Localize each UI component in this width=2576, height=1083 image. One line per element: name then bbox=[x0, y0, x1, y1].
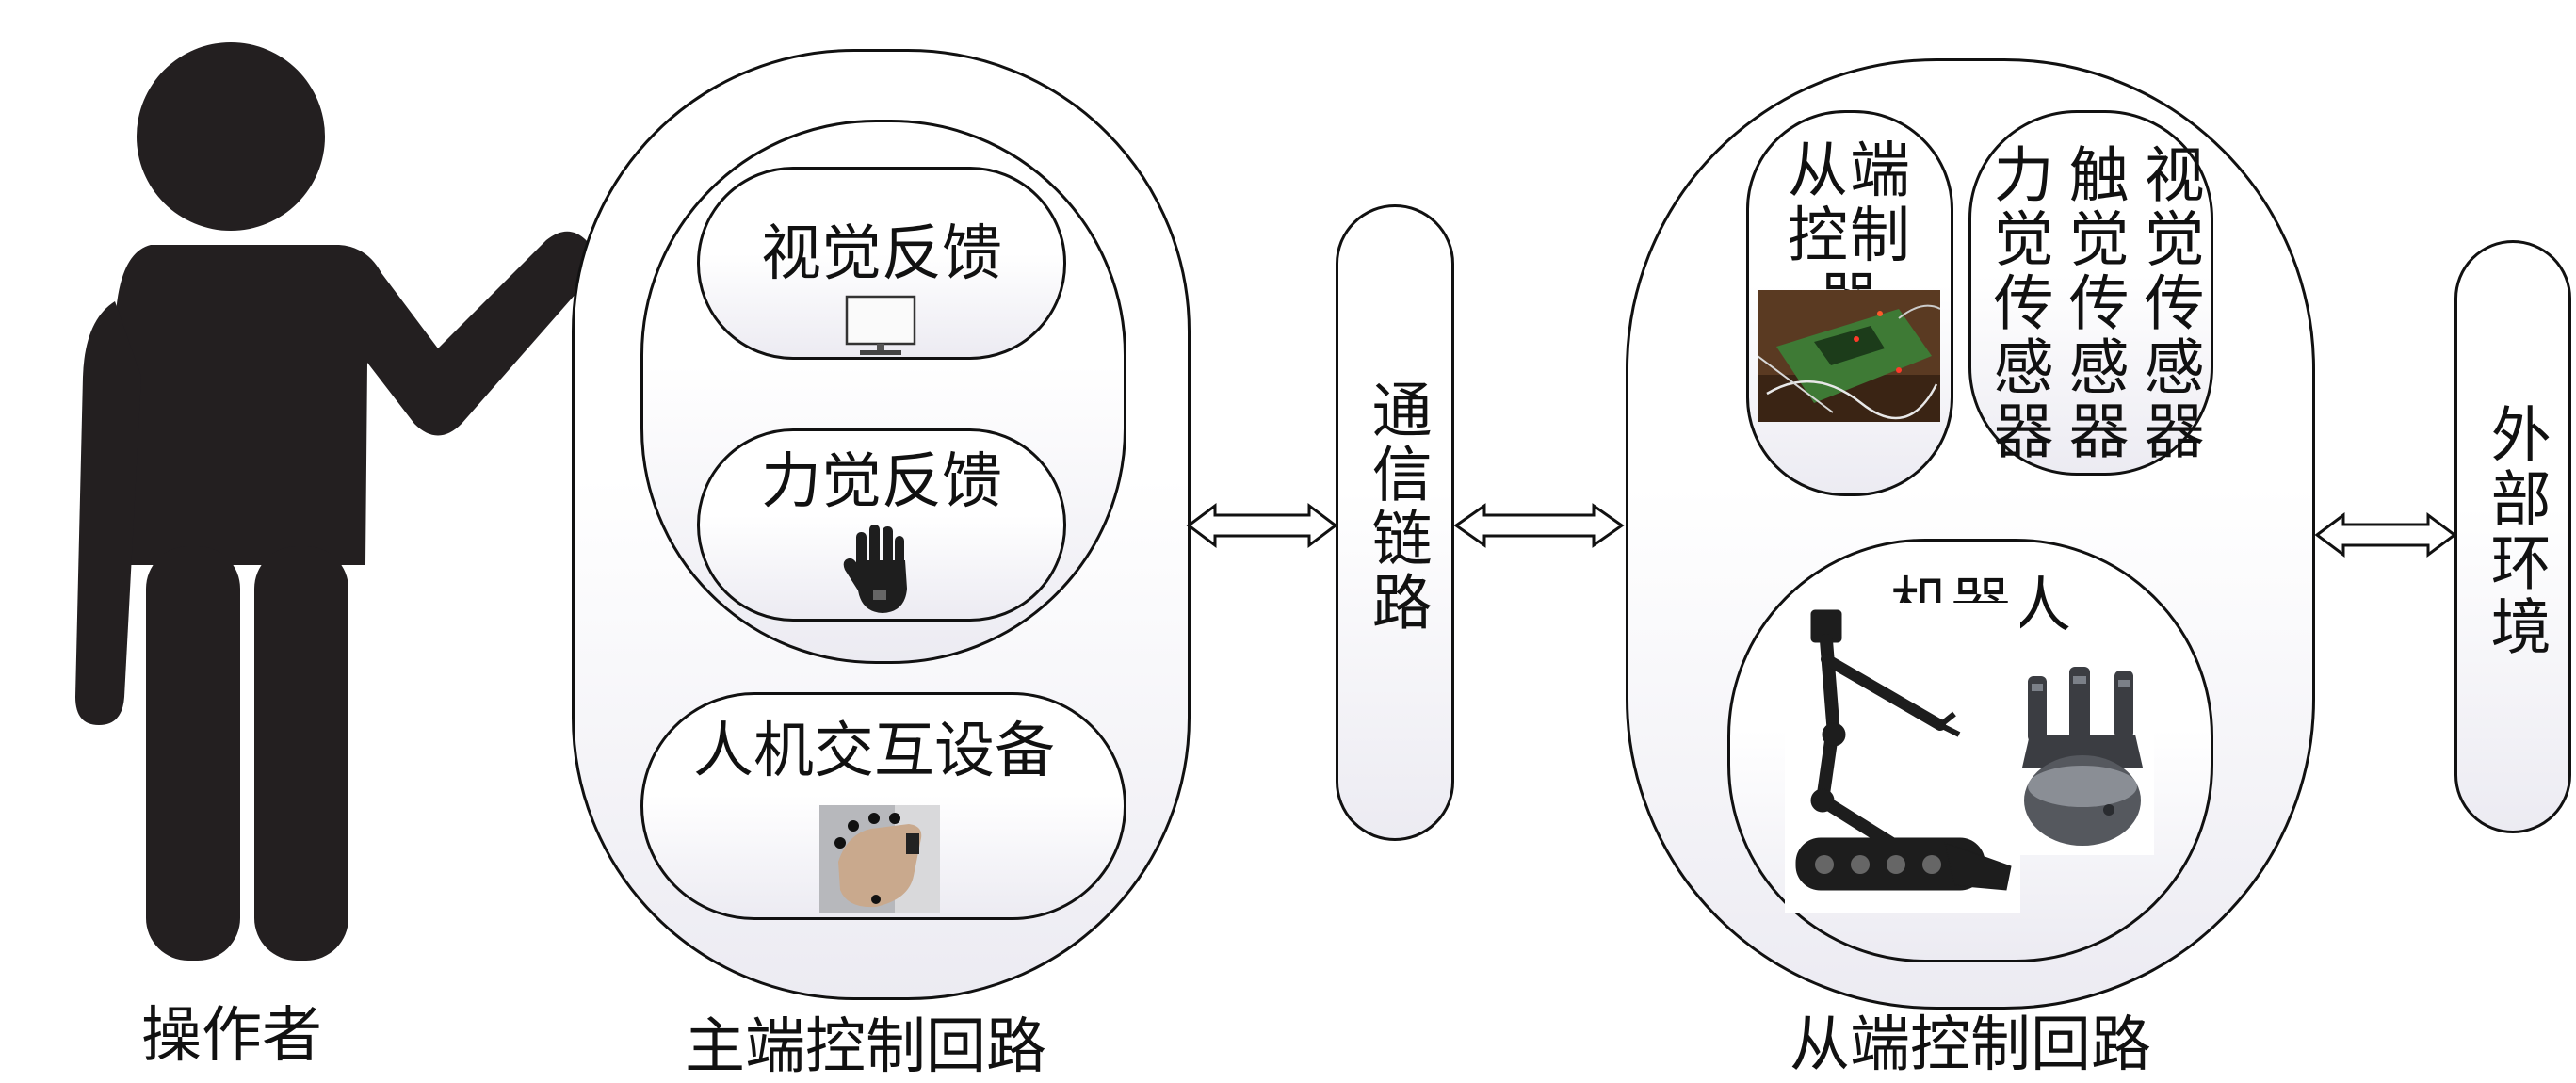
visual-feedback-label: 视觉反馈 bbox=[761, 219, 1002, 289]
operator-label: 操作者 bbox=[141, 1001, 322, 1071]
visual-sensor-label: 视觉传感器 bbox=[2133, 143, 2204, 463]
tracked-robot-photo bbox=[1785, 603, 2020, 913]
monitor-icon bbox=[845, 295, 916, 355]
double-arrow-comm-slave bbox=[1453, 503, 1625, 548]
comm-link-box bbox=[1336, 204, 1454, 841]
operator-figure-icon bbox=[75, 42, 595, 961]
environment-label: 外部环境 bbox=[2480, 403, 2551, 659]
tactile-sensor-label: 触觉传感器 bbox=[2058, 143, 2129, 463]
comm-link-label: 通信链路 bbox=[1361, 379, 1432, 635]
sensors-box bbox=[1968, 110, 2213, 476]
slave-loop-caption: 从端控制回路 bbox=[1790, 1010, 2151, 1080]
controller-board-photo bbox=[1758, 290, 1940, 422]
double-arrow-master-comm bbox=[1186, 503, 1338, 548]
haptic-glove-icon bbox=[843, 525, 907, 613]
robot-gripper-photo bbox=[2011, 659, 2154, 855]
data-glove-photo bbox=[819, 805, 940, 913]
double-arrow-slave-environment bbox=[2314, 512, 2457, 558]
force-sensor-label: 力觉传感器 bbox=[1983, 143, 2053, 463]
environment-box bbox=[2454, 240, 2571, 833]
master-loop-caption: 主端控制回路 bbox=[685, 1012, 1046, 1082]
force-feedback-label: 力觉反馈 bbox=[761, 447, 1002, 517]
hci-device-label: 人机交互设备 bbox=[693, 717, 1055, 786]
visual-feedback-box bbox=[697, 167, 1066, 360]
